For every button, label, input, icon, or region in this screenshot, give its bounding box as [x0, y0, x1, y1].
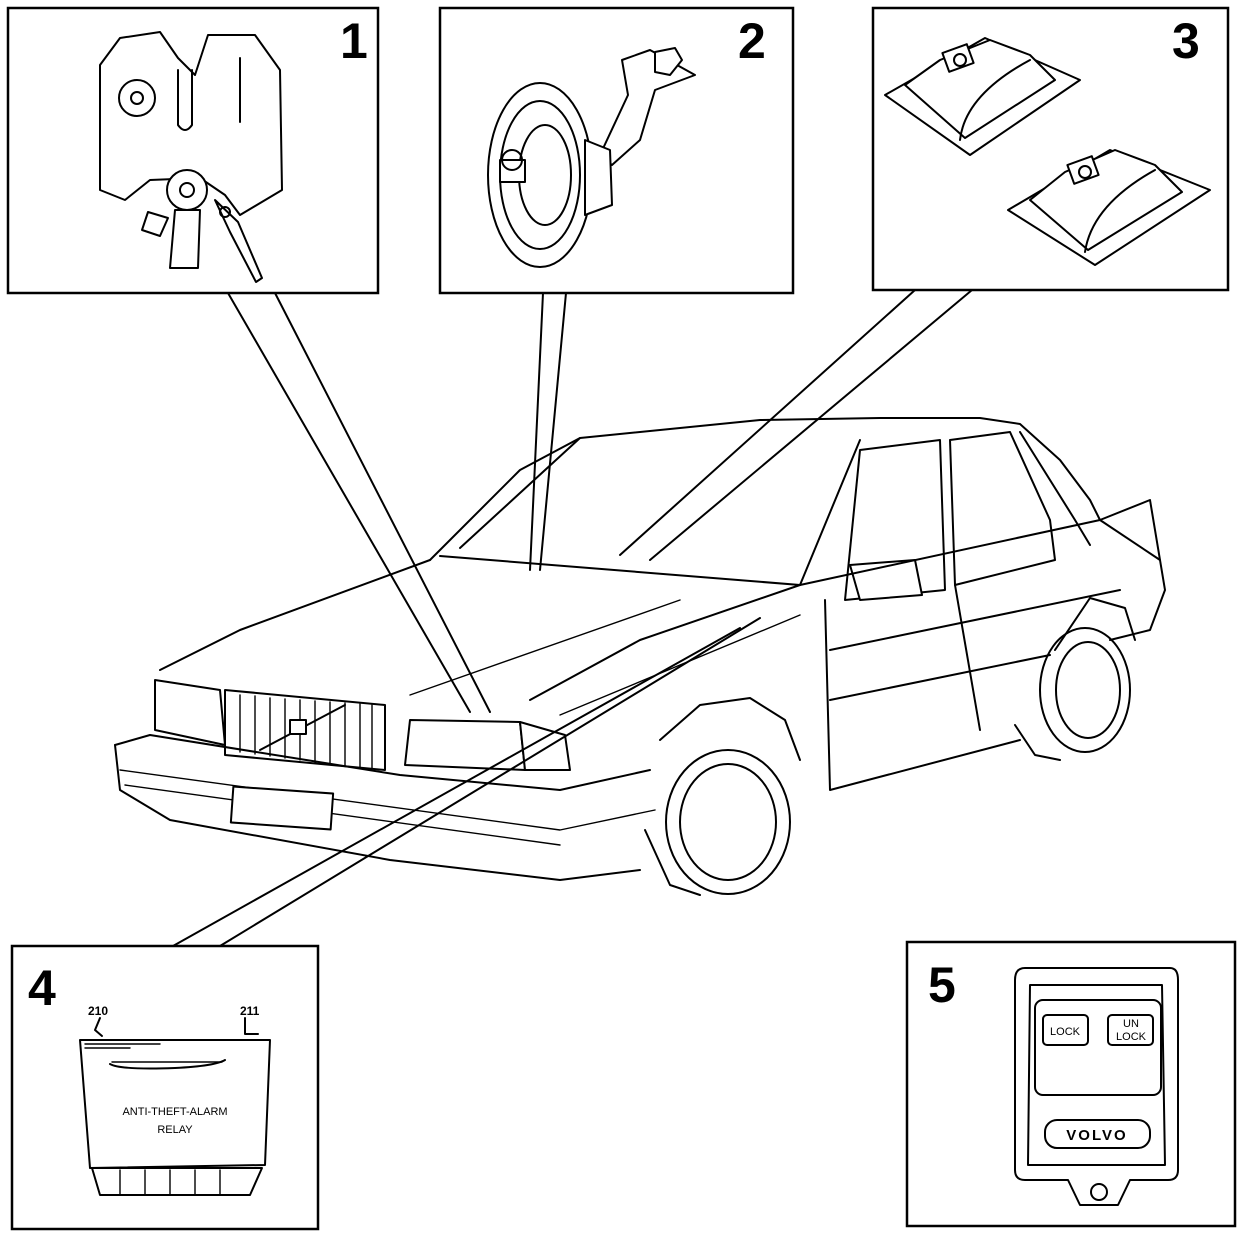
unlock-button-label-line2: LOCK [1116, 1031, 1147, 1043]
unlock-button-label-line1: UN [1123, 1018, 1139, 1030]
remote-key-drawing: LOCK UN LOCK VOLVO [1014, 967, 1179, 1206]
callout-number-3: 3 [1172, 13, 1200, 69]
door-contact-drawing-top [884, 37, 1081, 156]
callout-number-5: 5 [928, 957, 956, 1013]
car-illustration [114, 417, 1166, 896]
relay-label-line2: RELAY [157, 1124, 193, 1136]
lock-button-label: LOCK [1050, 1026, 1081, 1038]
callout-number-4: 4 [28, 960, 56, 1016]
relay-terminal-211: 211 [240, 1004, 260, 1018]
callout-box-4: 4 210 211 ANTI-THEFT-ALARM RELAY [10, 944, 320, 1231]
hood-latch-drawing [99, 31, 283, 283]
callout-box-5: 5 LOCK UN LOCK VOLVO [905, 940, 1237, 1228]
horn-drawing [487, 47, 696, 268]
relay-terminal-210: 210 [88, 1004, 108, 1018]
callout-number-1: 1 [340, 13, 368, 69]
relay-label-line1: ANTI-THEFT-ALARM [122, 1106, 227, 1118]
callout-box-3: 3 [871, 6, 1230, 292]
unlock-button[interactable] [1107, 1014, 1154, 1046]
relay-drawing: 210 211 ANTI-THEFT-ALARM RELAY [79, 1004, 271, 1196]
door-contact-drawing-bottom [1007, 149, 1211, 266]
remote-brand-logo: VOLVO [1066, 1127, 1127, 1144]
callout-number-2: 2 [738, 13, 766, 69]
callout-box-1: 1 [6, 6, 380, 295]
lock-button[interactable] [1042, 1014, 1089, 1046]
leader-lines [172, 289, 973, 947]
callout-box-2: 2 [438, 6, 795, 295]
